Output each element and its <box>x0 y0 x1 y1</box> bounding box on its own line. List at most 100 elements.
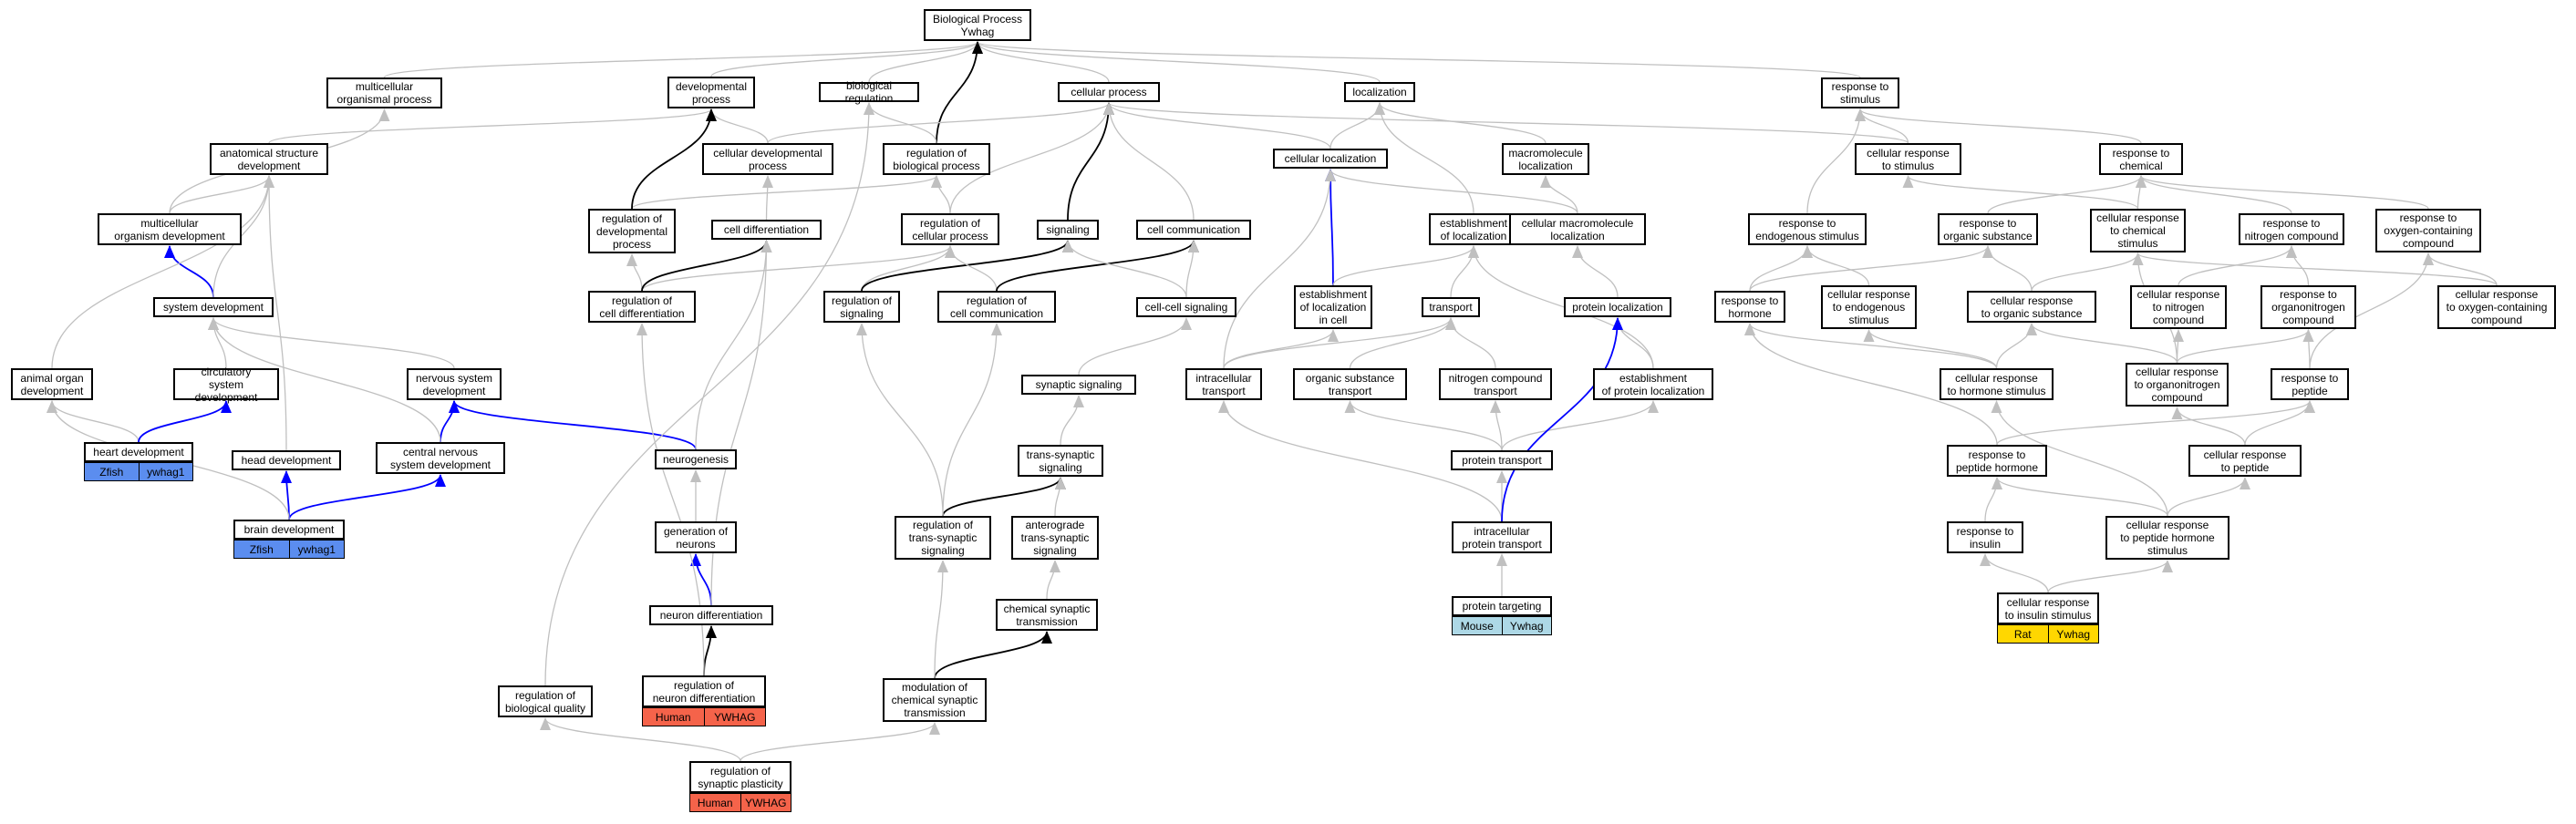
go-term-node[interactable]: nitrogen compound transport <box>1439 368 1552 400</box>
go-term-node[interactable]: cell differentiation <box>711 220 822 240</box>
go-term-node[interactable]: protein localization <box>1564 297 1671 317</box>
go-term-node[interactable]: heart development <box>84 442 193 462</box>
is-a-edge <box>1325 169 1578 214</box>
go-term-node[interactable]: regulation of trans-synaptic signaling <box>895 516 991 560</box>
go-term-node[interactable]: multicellular organism development <box>98 213 242 245</box>
is-a-edge <box>1744 323 1998 369</box>
go-term-node[interactable]: establishment of localization in cell <box>1294 285 1372 329</box>
go-term-node[interactable]: cell communication <box>1136 220 1251 240</box>
go-term-node[interactable]: regulation of cell differentiation <box>588 291 696 323</box>
is-a-edge <box>631 175 942 210</box>
go-term-node[interactable]: response to peptide <box>2271 368 2349 400</box>
species-label: Human <box>643 708 704 726</box>
go-term-node[interactable]: generation of neurons <box>655 521 737 553</box>
go-term-node[interactable]: multicellular organismal process <box>326 77 442 108</box>
go-term-node[interactable]: response to organic substance <box>1938 213 2038 245</box>
go-term-node[interactable]: anatomical structure development <box>210 143 328 175</box>
go-term-node[interactable]: response to organonitrogen compound <box>2260 285 2356 329</box>
go-term-node[interactable]: response to chemical <box>2099 143 2183 175</box>
is-a-edge <box>856 323 944 517</box>
go-term-node[interactable]: trans-synaptic signaling <box>1018 445 1103 477</box>
is-a-edge <box>2132 252 2498 286</box>
go-term-node[interactable]: animal organ development <box>11 368 93 400</box>
go-term-node[interactable]: response to stimulus <box>1821 77 1899 108</box>
go-term-node[interactable]: organic substance transport <box>1293 368 1407 400</box>
go-term-node[interactable]: cellular response to chemical stimulus <box>2090 209 2186 252</box>
go-term-node[interactable]: cellular response to stimulus <box>1855 143 1961 175</box>
go-term-node[interactable]: biological regulation <box>819 79 919 105</box>
is-a-edge <box>767 102 1114 144</box>
go-term-node[interactable]: response to insulin <box>1947 521 2023 553</box>
go-term-node[interactable]: neuron differentiation <box>649 605 773 625</box>
is-a-edge <box>1802 245 1870 286</box>
go-term-node[interactable]: intracellular transport <box>1185 368 1262 400</box>
go-term-node[interactable]: cellular response to organonitrogen comp… <box>2126 363 2229 407</box>
go-term-node[interactable]: regulation of synaptic plasticity <box>689 761 791 793</box>
go-term-node[interactable]: cellular response to peptide <box>2188 445 2302 477</box>
is-a-edge <box>1067 102 1114 221</box>
is-a-edge <box>972 41 1381 83</box>
go-term-node[interactable]: establishment of protein localization <box>1593 368 1713 400</box>
is-a-edge <box>1332 245 1479 286</box>
go-term-node[interactable]: circulatory system development <box>173 366 279 404</box>
go-term-node[interactable]: modulation of chemical synaptic transmis… <box>883 678 987 722</box>
go-term-node[interactable]: response to peptide hormone <box>1947 445 2047 477</box>
go-term-node[interactable]: Biological Process Ywhag <box>924 9 1031 41</box>
go-term-node[interactable]: transport <box>1422 297 1480 317</box>
go-term-node[interactable]: intracellular protein transport <box>1452 521 1552 553</box>
go-term-node[interactable]: cellular response to insulin stimulus <box>1997 592 2099 624</box>
go-term-node[interactable]: regulation of developmental process <box>588 209 676 253</box>
go-term-node[interactable]: neurogenesis <box>655 449 737 469</box>
go-term-node[interactable]: cellular macromolecule localization <box>1509 213 1646 245</box>
go-term-node[interactable]: cellular response to endogenous stimulus <box>1821 285 1917 329</box>
go-term-node[interactable]: central nervous system development <box>376 442 505 474</box>
is-a-edge <box>2178 245 2297 286</box>
go-term-node[interactable]: anterograde trans-synaptic signaling <box>1011 516 1099 560</box>
is-a-edge <box>1855 108 2142 144</box>
is-a-edge <box>1490 400 1503 451</box>
go-term-node[interactable]: protein transport <box>1451 450 1553 470</box>
go-term-node[interactable]: response to oxygen-containing compound <box>2375 209 2481 252</box>
go-term-node[interactable]: localization <box>1344 82 1415 102</box>
go-term-node[interactable]: cellular localization <box>1273 149 1388 169</box>
go-term-node[interactable]: cellular response to peptide hormone sti… <box>2105 516 2229 560</box>
go-term-node[interactable]: head development <box>232 450 341 470</box>
is-a-edge <box>1984 477 2002 522</box>
go-term-node[interactable]: system development <box>153 297 274 317</box>
go-term-node[interactable]: regulation of signaling <box>823 291 900 323</box>
is-a-edge <box>1325 169 1337 286</box>
go-term-node[interactable]: response to nitrogen compound <box>2239 213 2344 245</box>
go-term-node[interactable]: regulation of biological process <box>883 143 990 175</box>
go-term-node[interactable]: brain development <box>233 520 345 540</box>
go-term-node[interactable]: nervous system development <box>407 368 502 400</box>
go-term-node[interactable]: cellular developmental process <box>702 143 833 175</box>
is-a-edge <box>164 245 214 298</box>
go-term-node[interactable]: response to endogenous stimulus <box>1748 213 1867 245</box>
is-a-edge <box>1450 245 1479 298</box>
go-term-node[interactable]: establishment of localization <box>1429 213 1518 245</box>
is-a-edge <box>1612 317 1654 369</box>
go-term-node[interactable]: signaling <box>1037 220 1099 240</box>
go-term-node[interactable]: developmental process <box>667 77 755 108</box>
is-a-edge <box>703 625 717 676</box>
go-term-node[interactable]: cellular response to hormone stimulus <box>1940 368 2054 400</box>
go-term-node[interactable]: cellular response to oxygen-containing c… <box>2437 285 2556 329</box>
go-term-node[interactable]: chemical synaptic transmission <box>996 599 1098 631</box>
go-term-node[interactable]: regulation of neuron differentiation <box>642 675 766 707</box>
go-term-node[interactable]: regulation of biological quality <box>498 685 593 717</box>
go-term-node[interactable]: protein targeting <box>1452 596 1552 616</box>
go-term-node[interactable]: macromolecule localization <box>1502 143 1589 175</box>
go-term-node[interactable]: cell-cell signaling <box>1136 297 1236 317</box>
is-a-edge <box>1078 317 1192 376</box>
go-term-node[interactable]: regulation of cell communication <box>937 291 1056 323</box>
go-term-node[interactable]: cellular response to organic substance <box>1967 291 2096 323</box>
go-term-node[interactable]: regulation of cellular process <box>901 213 999 245</box>
go-term-node[interactable]: response to hormone <box>1714 291 1785 323</box>
go-term-node[interactable]: synaptic signaling <box>1021 375 1136 395</box>
go-term-node[interactable]: cellular process <box>1058 82 1160 102</box>
is-a-edge <box>706 108 769 144</box>
go-term-node[interactable]: cellular response to nitrogen compound <box>2130 285 2227 329</box>
